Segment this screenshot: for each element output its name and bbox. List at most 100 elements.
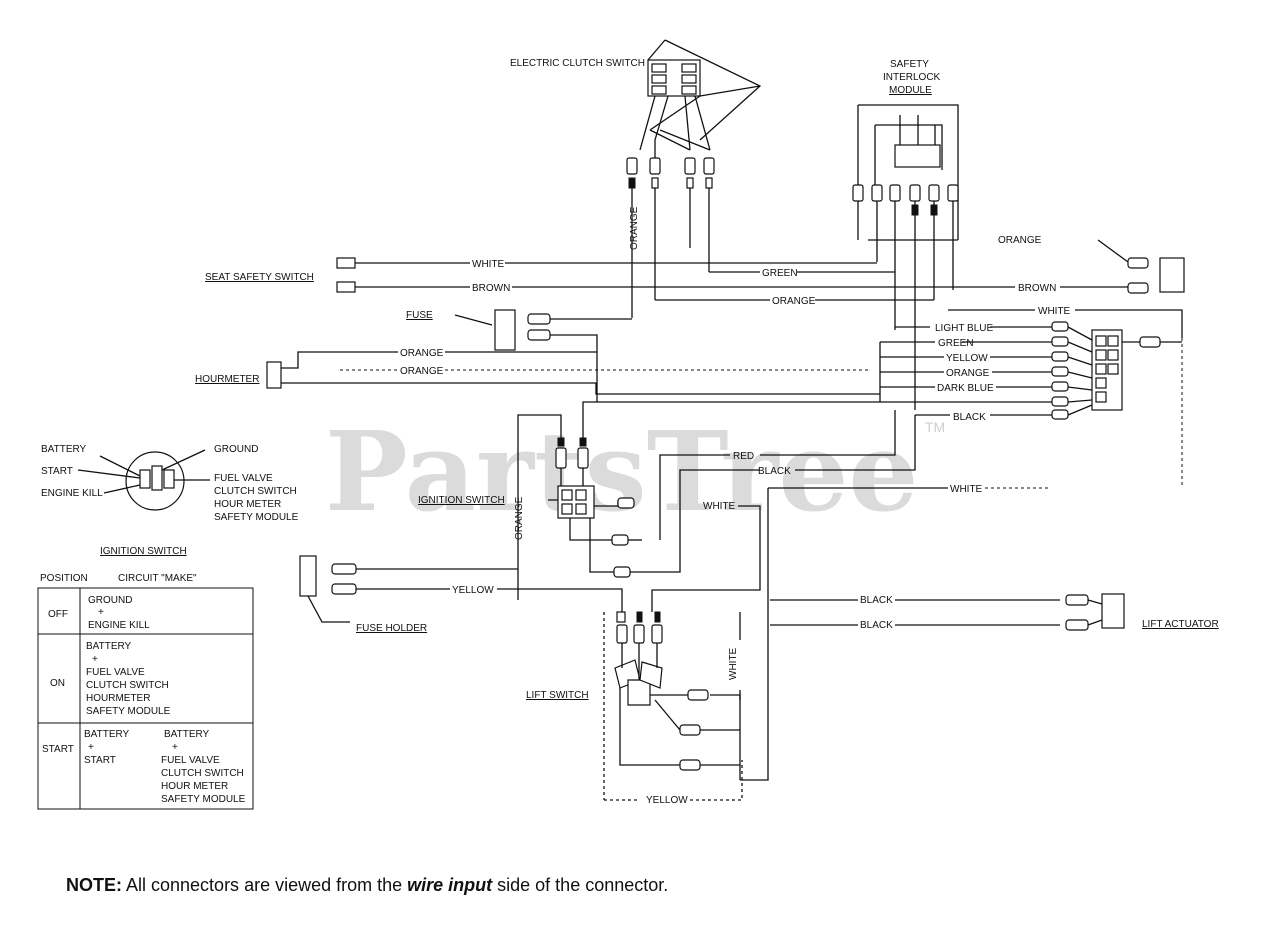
wire-label-white-right: WHITE xyxy=(1038,306,1071,317)
safety-label-1: SAFETY xyxy=(890,59,929,70)
lift-switch-label: LIFT SWITCH xyxy=(526,690,589,701)
ign-start-b1: BATTERY xyxy=(164,729,210,740)
ign-row-on: ON xyxy=(50,678,65,689)
note-part1: All connectors are viewed from the xyxy=(122,875,408,895)
lift-actuator-label: LIFT ACTUATOR xyxy=(1142,619,1219,630)
ign-row-start: START xyxy=(42,744,74,755)
ign-on-c4: CLUTCH SWITCH xyxy=(86,680,169,691)
wire-label-white-far: WHITE xyxy=(950,484,983,495)
key-switch-symbol: BATTERY START ENGINE KILL GROUND FUEL VA… xyxy=(41,444,299,523)
ign-on-c3: FUEL VALVE xyxy=(86,667,145,678)
safety-label-3: MODULE xyxy=(889,85,932,96)
ign-start-b3: FUEL VALVE xyxy=(161,755,220,766)
wire-label-orange-hour1: ORANGE xyxy=(400,348,444,359)
hourmeter-body xyxy=(266,361,282,389)
wire-label-white-lift: WHITE xyxy=(728,647,739,680)
wire-label-yellow-bottom: YELLOW xyxy=(646,795,688,806)
fuse-body xyxy=(494,309,516,351)
fuse-holder: YELLOW FUSE HOLDER xyxy=(299,555,623,634)
right-switch xyxy=(1159,257,1185,293)
interlock-block xyxy=(894,144,941,168)
clutch-terminal xyxy=(651,63,667,73)
wire-label-black-right: BLACK xyxy=(953,412,986,423)
fuse-holder-label: FUSE HOLDER xyxy=(356,623,427,634)
wire-label-light-blue: LIGHT BLUE xyxy=(935,323,993,334)
ign-table-title: IGNITION SWITCH xyxy=(100,546,187,557)
key-start-label: START xyxy=(41,466,73,477)
ign-table-frame xyxy=(37,587,254,810)
seat-safety-switch: SEAT SAFETY SWITCH WHITE BROWN xyxy=(205,257,953,294)
key-output-3: HOUR METER xyxy=(214,499,281,510)
ign-start-b5: HOUR METER xyxy=(161,781,228,792)
ign-off-c3: ENGINE KILL xyxy=(88,620,150,631)
lift-actuator-body xyxy=(1101,593,1125,629)
safety-label-2: INTERLOCK xyxy=(883,72,941,83)
ign-col-position: POSITION xyxy=(40,573,88,584)
wire-label-brown-right: BROWN xyxy=(1018,283,1056,294)
clutch-terminal xyxy=(681,85,697,95)
ign-on-c5: HOURMETER xyxy=(86,693,150,704)
key-output-1: FUEL VALVE xyxy=(214,473,273,484)
wire-label-black-lift1: BLACK xyxy=(860,595,893,606)
key-output-2: CLUTCH SWITCH xyxy=(214,486,297,497)
clutch-terminal xyxy=(681,63,697,73)
ignition-table: IGNITION SWITCH POSITION CIRCUIT "MAKE" … xyxy=(37,546,254,810)
note-part2: side of the connector. xyxy=(492,875,669,895)
ign-col-circuit: CIRCUIT "MAKE" xyxy=(118,573,197,584)
watermark: PartsTree TM xyxy=(325,407,945,536)
wire-label-dark-blue: DARK BLUE xyxy=(937,383,994,394)
key-battery-label: BATTERY xyxy=(41,444,87,455)
ign-row-off: OFF xyxy=(48,609,68,620)
ign-on-c6: SAFETY MODULE xyxy=(86,706,171,717)
safety-interlock-module: SAFETY INTERLOCK MODULE xyxy=(852,59,959,410)
watermark-tm: TM xyxy=(925,419,945,435)
clutch-terminal xyxy=(651,85,667,95)
electric-clutch-switch-label: ELECTRIC CLUTCH SWITCH xyxy=(510,58,645,69)
wire-label-yellow-fuse: YELLOW xyxy=(452,585,494,596)
watermark-text: PartsTree xyxy=(325,407,919,536)
wire-label-black-ign: BLACK xyxy=(758,466,791,477)
note-prefix: NOTE: xyxy=(66,875,122,895)
wire-label-white-ign: WHITE xyxy=(703,501,736,512)
ign-start-b2: + xyxy=(172,742,178,753)
clutch-terminal xyxy=(681,74,697,84)
wire-label-green-right: GREEN xyxy=(938,338,974,349)
wire-label-white-seat: WHITE xyxy=(472,259,505,270)
wire-label-orange-topright: ORANGE xyxy=(998,235,1042,246)
wire-label-orange-clutch: ORANGE xyxy=(629,206,640,250)
note-emphasis: wire input xyxy=(407,875,493,895)
lift-actuator: BLACK BLACK LIFT ACTUATOR xyxy=(770,593,1219,631)
lift-switch: LIFT SWITCH YELLOW WHITE xyxy=(526,611,743,806)
ign-start-a1: BATTERY xyxy=(84,729,130,740)
ignition-switch-label: IGNITION SWITCH xyxy=(418,495,505,506)
ign-off-c2: + xyxy=(98,607,104,618)
seat-safety-switch-label: SEAT SAFETY SWITCH xyxy=(205,272,314,283)
hourmeter: HOURMETER ORANGE ORANGE xyxy=(195,348,880,395)
ign-start-b4: CLUTCH SWITCH xyxy=(161,768,244,779)
wire-label-green-top: GREEN xyxy=(762,268,798,279)
ign-on-c2: + xyxy=(92,654,98,665)
key-ground-label: GROUND xyxy=(214,444,258,455)
wire-label-yellow-right: YELLOW xyxy=(946,353,988,364)
ign-start-a2: + xyxy=(88,742,94,753)
footnote: NOTE: All connectors are viewed from the… xyxy=(66,875,668,896)
ign-on-c1: BATTERY xyxy=(86,641,132,652)
ign-start-b6: SAFETY MODULE xyxy=(161,794,246,805)
fuse: FUSE xyxy=(406,309,632,355)
ign-start-a3: START xyxy=(84,755,116,766)
wire-label-brown-seat: BROWN xyxy=(472,283,510,294)
wire-label-red: RED xyxy=(733,451,754,462)
wire-label-orange-mid: ORANGE xyxy=(772,296,816,307)
wire-label-black-lift2: BLACK xyxy=(860,620,893,631)
fuse-label: FUSE xyxy=(406,310,433,321)
right-connector: ORANGE BROWN WHITE LIGHT BLUE GREEN xyxy=(595,235,1185,488)
clutch-terminal xyxy=(651,74,667,84)
hourmeter-label: HOURMETER xyxy=(195,374,259,385)
ign-off-c1: GROUND xyxy=(88,595,132,606)
key-engine-kill-label: ENGINE KILL xyxy=(41,488,103,499)
wire-label-orange-ign: ORANGE xyxy=(514,496,525,540)
ignition-switch: IGNITION SWITCH ORANGE RED BLACK WHITE W… xyxy=(418,401,1050,781)
wire-label-orange-hour2: ORANGE xyxy=(400,366,444,377)
wire-label-orange-right: ORANGE xyxy=(946,368,990,379)
